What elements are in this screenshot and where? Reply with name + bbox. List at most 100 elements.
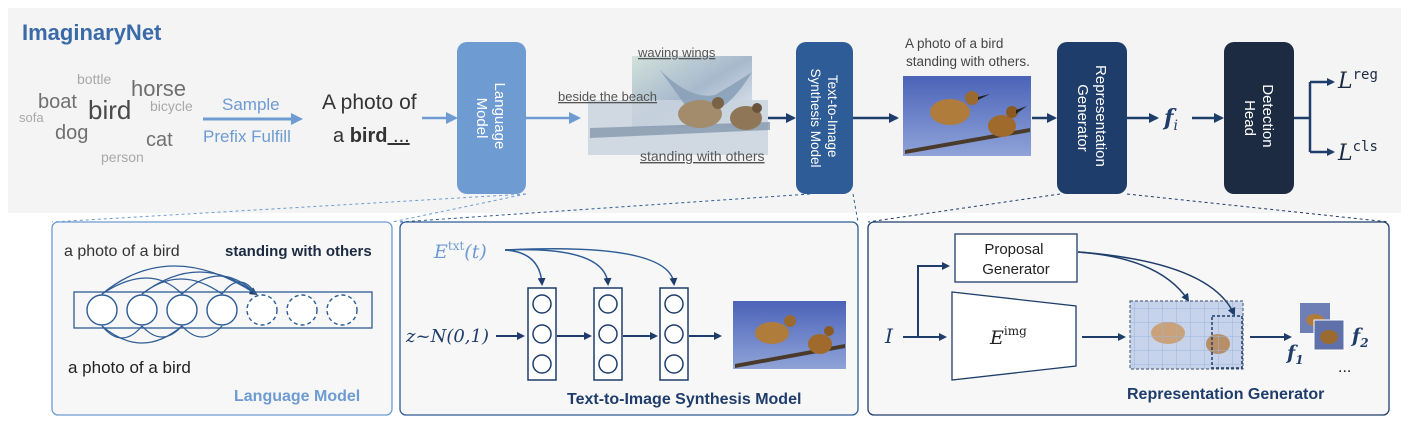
sample-label: Sample	[222, 95, 280, 114]
det-head-block-label: Detection Head	[1241, 84, 1276, 152]
f1-f: f	[1285, 342, 1298, 364]
rg-input-I: I	[884, 324, 894, 348]
lm-top-text: a photo of a bird	[64, 243, 180, 260]
caption-beside-beach: beside the beach	[558, 89, 657, 104]
lm-lower-arcs	[101, 325, 223, 344]
etxt-sup: txt	[448, 239, 465, 253]
word-bottle: bottle	[77, 71, 111, 87]
eimg-e: E	[989, 327, 1004, 349]
rep-gen-block	[1057, 42, 1127, 194]
t2i-etxt: Etxt(t)	[433, 239, 487, 263]
prompt-line2-a: a	[333, 125, 350, 147]
loss-cls-sup: cls	[1353, 139, 1378, 155]
f2-sub: 2	[1359, 336, 1368, 350]
lm-top-bold: standing with others	[225, 243, 372, 260]
proposal-generator-box	[954, 233, 1078, 283]
loss-cls: Lcls	[1337, 139, 1378, 166]
connector-t2i-left	[399, 193, 811, 223]
loss-reg-sup: reg	[1353, 67, 1378, 83]
t2i-label-line1: Text-to-Image	[825, 75, 840, 158]
proposal-arrows	[1077, 251, 1236, 316]
rep-gen-block-label: Representation Generator	[1074, 65, 1109, 171]
feature-map	[1129, 300, 1244, 370]
prompt-line2: a bird ...	[333, 125, 410, 147]
dh-label-line1: Detection	[1259, 84, 1276, 147]
lm-label-line2: Model	[473, 98, 490, 139]
t2i-layers	[527, 287, 689, 381]
word-bird: bird	[88, 95, 131, 125]
rg-panel-title: Representation Generator	[1127, 386, 1324, 403]
lm-token-1	[86, 294, 118, 326]
diagram-title: ImaginaryNet	[22, 20, 162, 45]
proposal-line2: Generator	[982, 261, 1050, 278]
bird-caption-line2: standing with others.	[906, 54, 1030, 69]
word-cat: cat	[146, 129, 173, 151]
rg-label-line2: Generator	[1074, 84, 1091, 152]
lm-token-2	[126, 294, 158, 326]
t2i-label-line2: Synthesis Model	[808, 68, 823, 167]
lm-label-line1: Language	[491, 83, 508, 150]
connector-rg-right	[1126, 193, 1390, 223]
t2i-cond-arrows	[504, 247, 678, 286]
connector-lm-left	[51, 193, 527, 223]
lm-token-7	[326, 294, 358, 326]
language-model-block	[457, 42, 526, 194]
generated-images-collage	[588, 56, 770, 155]
etxt-e: E	[433, 241, 448, 263]
word-dog: dog	[55, 122, 88, 144]
f2-f: f	[1350, 325, 1363, 347]
lm-arcs	[101, 265, 258, 296]
lm-token-6	[286, 294, 318, 326]
dh-label-line2: Head	[1241, 100, 1258, 136]
prompt-line1: A photo of	[322, 91, 417, 114]
word-bicycle: bicycle	[150, 98, 193, 114]
t2i-block	[796, 42, 853, 194]
f2-label: f2	[1350, 325, 1369, 350]
rg-label-line1: Representation	[1092, 65, 1109, 167]
t2i-block-label: Text-to-Image Synthesis Model	[808, 68, 840, 167]
f-i-symbol: fi	[1162, 105, 1178, 134]
rg-arrow-I-up	[917, 262, 950, 337]
loss-reg: Lreg	[1337, 67, 1378, 94]
loss-reg-symbol: L	[1337, 69, 1353, 94]
fi-f: f	[1162, 105, 1177, 131]
lm-panel-title: Language Model	[234, 388, 360, 405]
lm-token-3	[166, 294, 198, 326]
eimg-label: Eimg	[989, 324, 1027, 349]
connector-lm-right	[391, 193, 527, 223]
loss-cls-symbol: L	[1337, 141, 1353, 166]
lm-token-5	[246, 294, 278, 326]
eimg-sup: img	[1004, 324, 1027, 338]
prefix-fulfill-label: Prefix Fulfill	[203, 127, 291, 146]
etxt-arg: (t)	[464, 241, 486, 263]
t2i-output-photo	[733, 301, 846, 369]
proposal-generator-label: Proposal Generator	[982, 241, 1050, 278]
lm-tokens	[86, 294, 358, 326]
eimg-trapezoid	[951, 291, 1077, 381]
bird-photo	[903, 76, 1031, 156]
roi-features	[1300, 303, 1345, 351]
t2i-z: z~N(0,1)	[405, 326, 489, 347]
lm-bottom-text: a photo of a bird	[68, 358, 191, 377]
lm-token-4	[206, 294, 238, 326]
det-head-block	[1224, 42, 1294, 194]
f1-sub: 1	[1295, 353, 1303, 367]
word-cloud: bottle horse boat bird bicycle sofa dog …	[19, 71, 193, 165]
language-model-block-label: Language Model	[473, 83, 508, 154]
prompt-line2-dots: ...	[387, 125, 409, 147]
bird-caption-line1: A photo of a bird	[905, 36, 1003, 51]
prompt-line2-bird: bird	[350, 125, 388, 147]
proposal-line1: Proposal	[984, 241, 1043, 258]
word-horse: horse	[131, 76, 186, 101]
caption-waving-wings: waving wings	[637, 45, 716, 60]
f-dots: ...	[1338, 359, 1351, 376]
f1-label: f1	[1285, 342, 1304, 367]
fi-sub: i	[1173, 118, 1177, 134]
lm-top-plain: a photo of a bird	[64, 243, 180, 260]
t2i-panel-title: Text-to-Image Synthesis Model	[567, 391, 801, 408]
word-boat: boat	[38, 91, 77, 113]
connector-t2i-right	[852, 193, 859, 223]
connector-rg-left	[867, 193, 1061, 223]
word-sofa: sofa	[19, 110, 44, 125]
